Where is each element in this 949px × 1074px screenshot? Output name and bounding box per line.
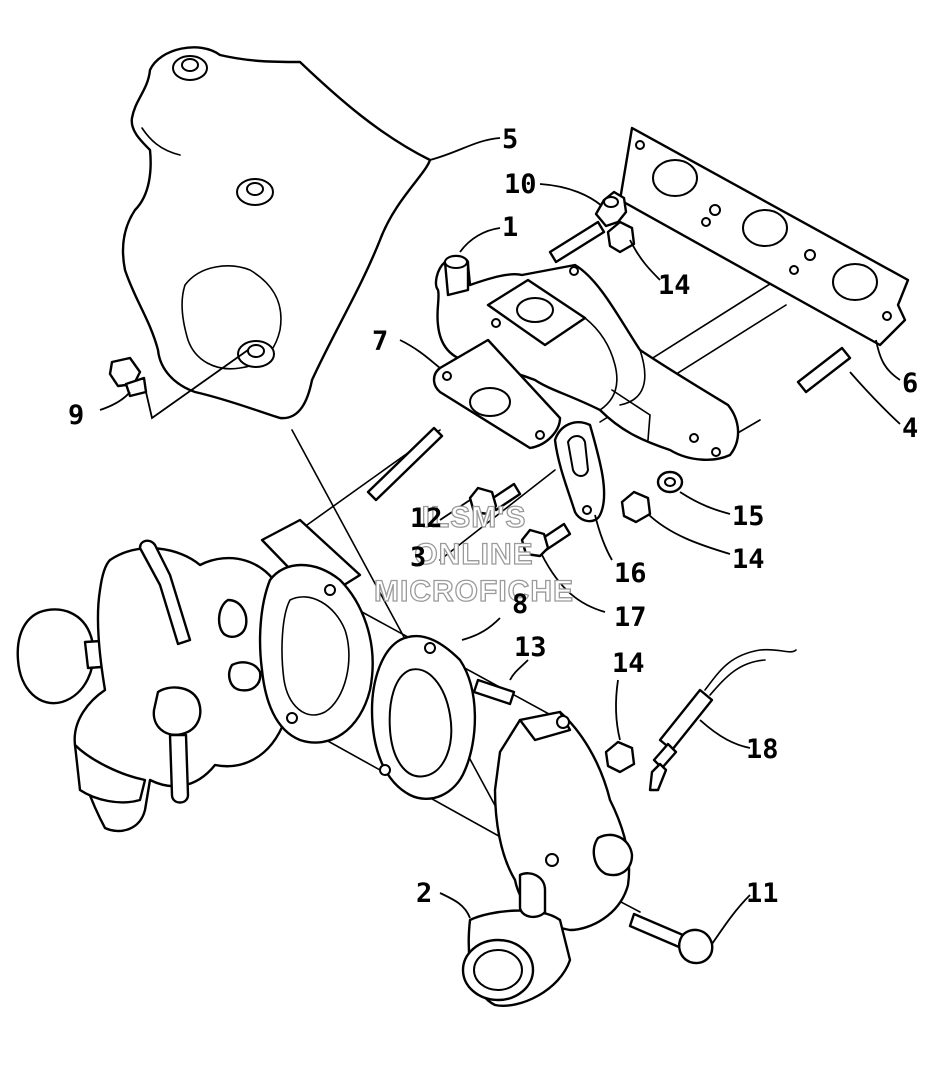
turbocharger: [16, 518, 374, 833]
stud-13: [472, 678, 516, 706]
oxygen-sensor: [648, 648, 797, 792]
exhaust-manifold: [434, 254, 740, 461]
callout-14-middle: 14: [732, 544, 765, 575]
stud-12: [366, 426, 444, 502]
manifold-gasket: [618, 126, 910, 347]
watermark-line-2: ONLINE: [414, 538, 533, 571]
callout-labels: 5 10 1 14 7 6 4 9 15 12 3 14 16 8 17 13 …: [68, 124, 918, 909]
callout-4: 4: [902, 413, 918, 444]
callout-9: 9: [68, 400, 84, 431]
nut-upper: [606, 220, 636, 254]
callout-16: 16: [614, 558, 647, 589]
callout-3: 3: [410, 542, 426, 573]
callout-12: 12: [410, 503, 443, 534]
exhaust-elbow: [461, 710, 634, 1007]
bolt-10: [548, 190, 628, 264]
callout-14-top: 14: [658, 270, 691, 301]
bolt-17: [520, 522, 572, 558]
callout-17: 17: [614, 602, 647, 633]
callout-15: 15: [732, 501, 765, 532]
callout-7: 7: [372, 326, 388, 357]
nut-lower: [604, 740, 636, 774]
callout-5: 5: [502, 124, 518, 155]
turbo-gasket: [370, 634, 477, 800]
callout-1: 1: [502, 212, 518, 243]
bracket: [553, 421, 606, 523]
callout-11: 11: [746, 878, 779, 909]
bolt-11: [628, 912, 714, 965]
watermark: ILSM'S ONLINE MICROFICHE: [373, 500, 574, 608]
callout-14-lower: 14: [612, 648, 645, 679]
washer: [656, 470, 684, 494]
leader-lines: [99, 137, 901, 945]
heat-shield: [121, 46, 432, 420]
bolt-3: [468, 482, 522, 516]
stud-4: [796, 346, 852, 394]
screw-9: [108, 356, 148, 398]
callout-8: 8: [512, 589, 528, 620]
callout-2: 2: [416, 878, 432, 909]
watermark-line-3: MICROFICHE: [374, 575, 574, 608]
callout-18: 18: [746, 734, 779, 765]
callout-6: 6: [902, 368, 918, 399]
nut-middle: [620, 490, 652, 524]
flange-gasket: [432, 338, 562, 450]
callout-10: 10: [504, 169, 537, 200]
watermark-line-1: ILSM'S: [422, 501, 527, 534]
callout-13: 13: [514, 632, 547, 663]
